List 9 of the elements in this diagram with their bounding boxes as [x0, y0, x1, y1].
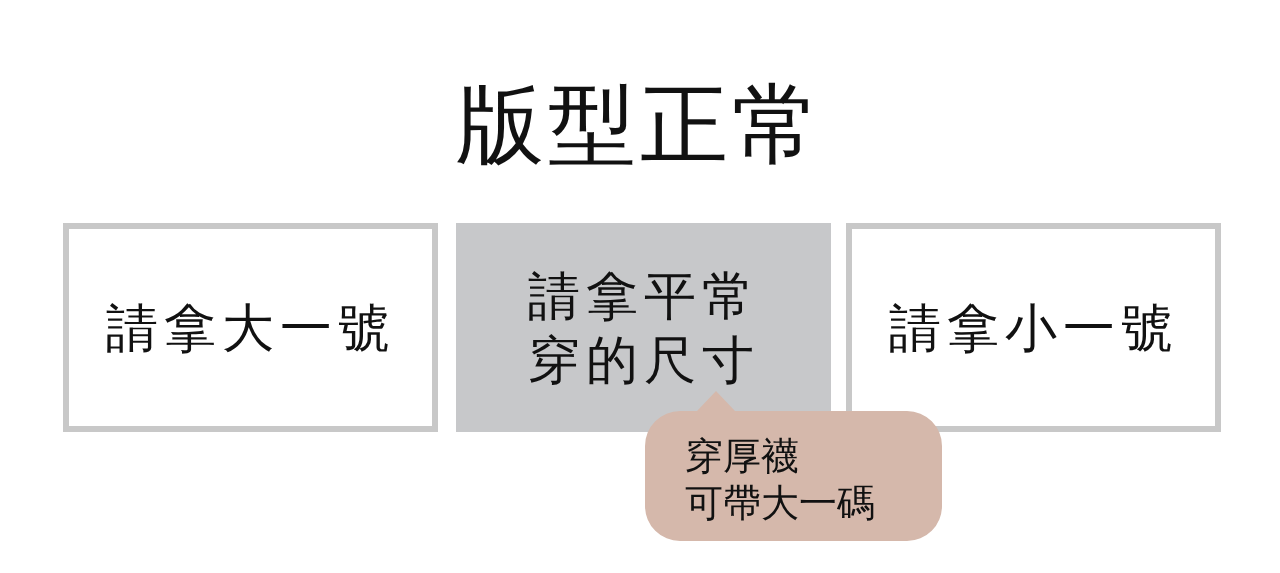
size-box [846, 223, 1221, 432]
bubble-text: 穿厚襪可帶大一碼 [685, 433, 876, 527]
speech-bubble [645, 391, 942, 541]
box-text: 請拿大一號 [105, 296, 396, 360]
size-box [63, 223, 438, 432]
size-box [456, 223, 831, 432]
box-text: 請拿平常穿的尺寸 [526, 264, 761, 392]
box-text: 請拿小一號 [888, 296, 1179, 360]
title: 版型正常 [456, 72, 824, 178]
